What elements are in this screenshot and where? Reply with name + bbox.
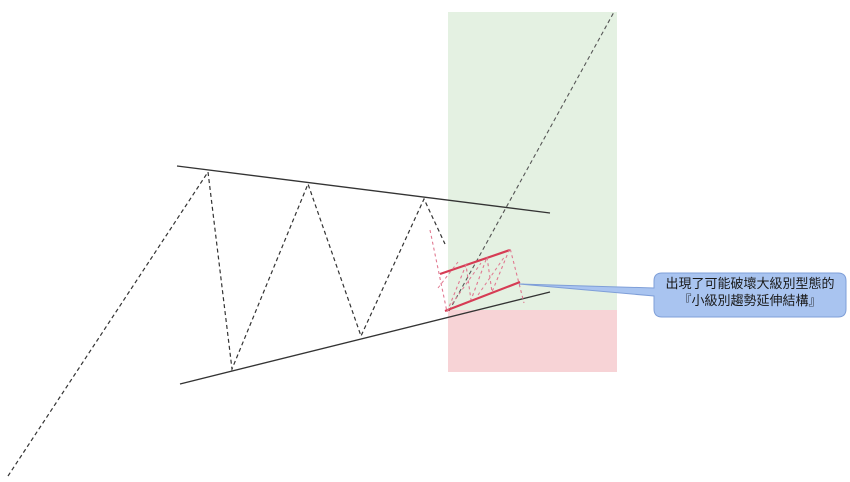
small-channel-lower bbox=[444, 280, 521, 313]
annotation-callout bbox=[518, 272, 847, 318]
annotation-line-2: 『小級別趨勢延伸結構』 bbox=[678, 294, 822, 309]
upper-trendline bbox=[176, 165, 551, 214]
small-trend-guide bbox=[477, 255, 506, 296]
price-path bbox=[7, 170, 446, 477]
small-trend-guide bbox=[451, 262, 482, 305]
lower-trendline bbox=[179, 291, 551, 385]
annotation-text: 出現了可能破壞大級別型態的 『小級別趨勢延伸結構』 bbox=[655, 276, 845, 310]
annotation-line-1: 出現了可能破壞大級別型態的 bbox=[665, 277, 835, 292]
loss-zone bbox=[448, 310, 617, 372]
profit-zone bbox=[448, 12, 617, 310]
small-channel-upper bbox=[439, 248, 511, 276]
small-trend-path bbox=[429, 229, 525, 314]
